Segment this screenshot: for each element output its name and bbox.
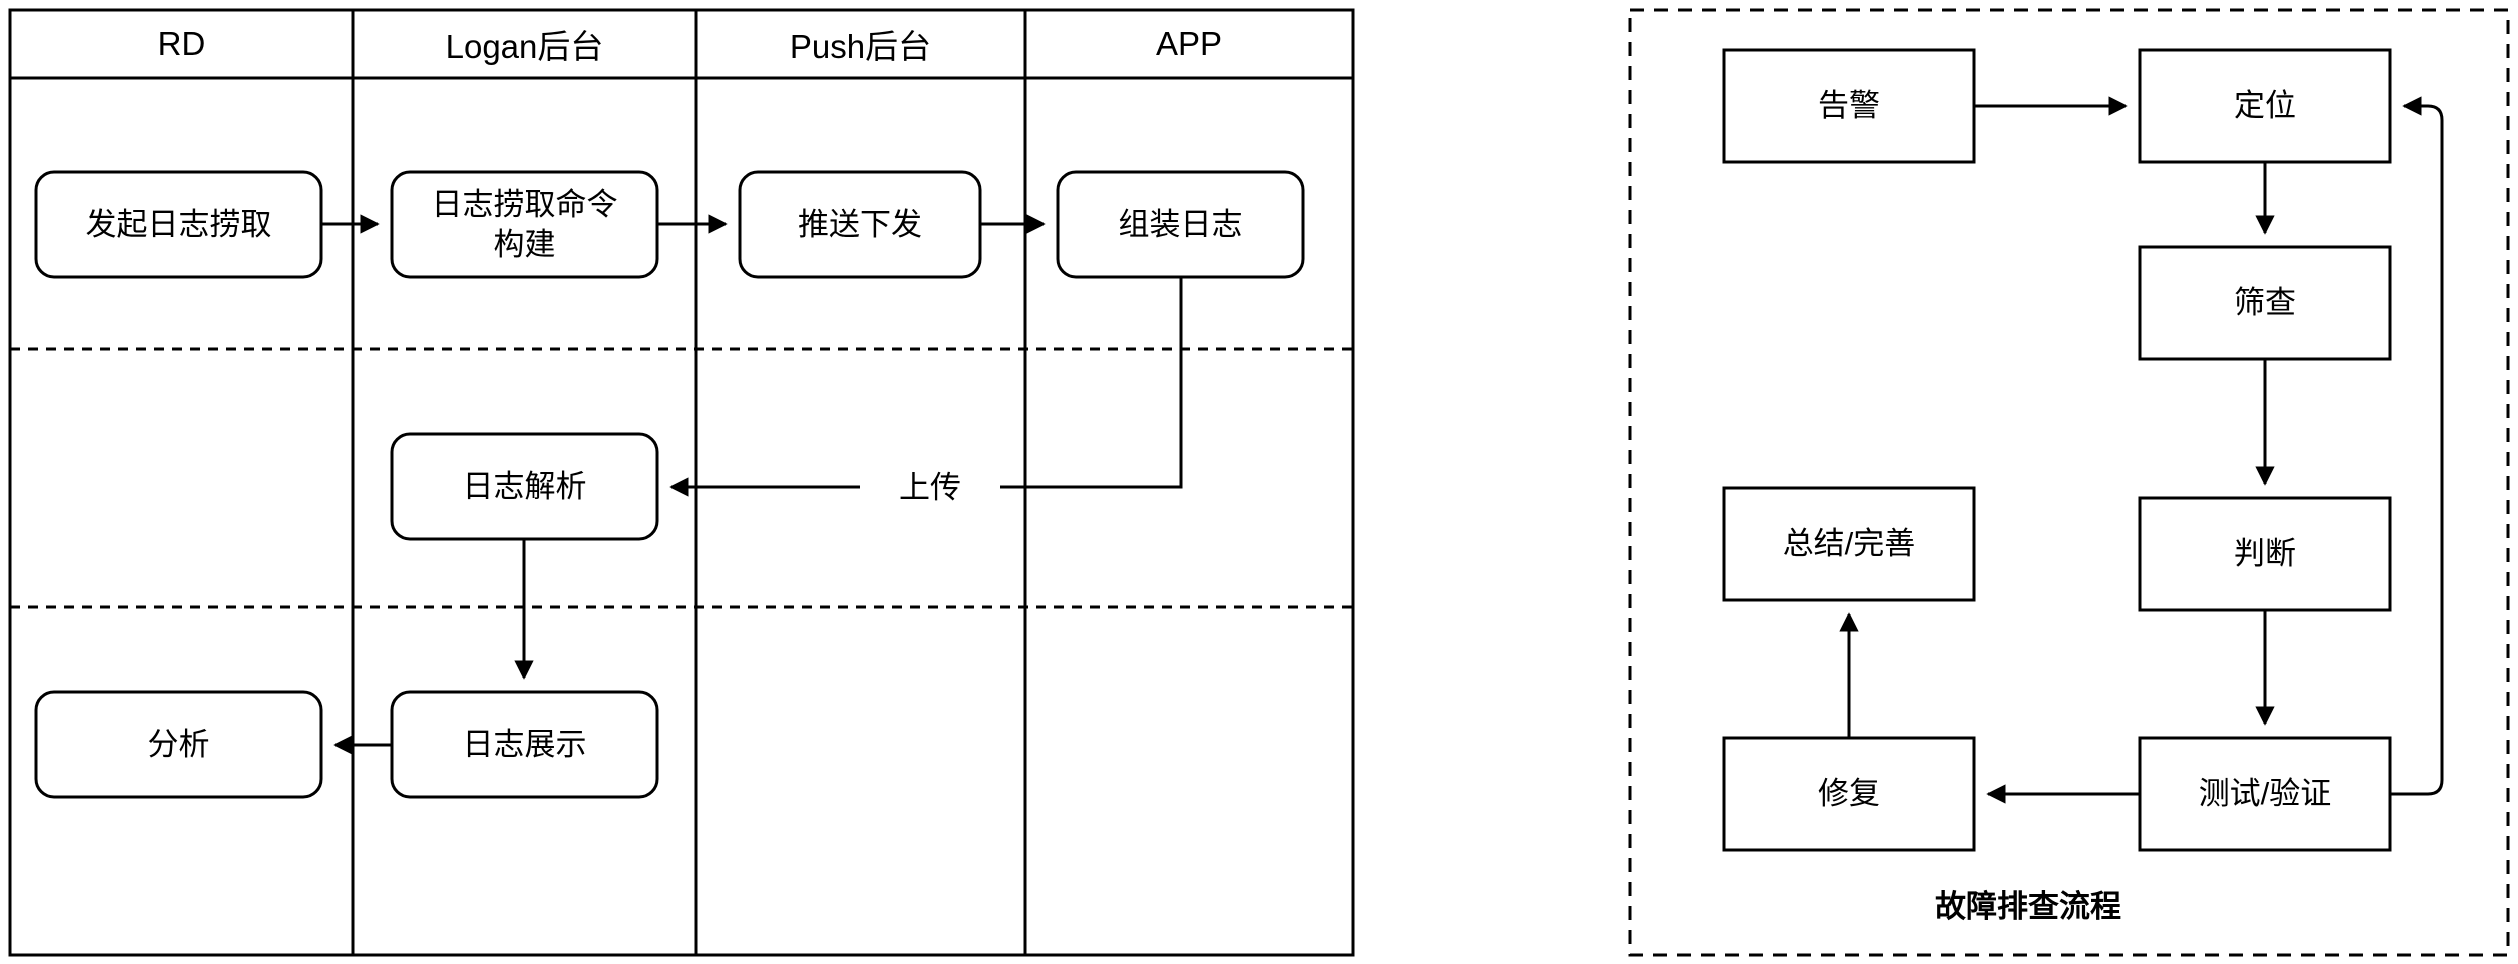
node-shape-build-command [390,170,659,279]
node-shape-locate [2138,48,2392,164]
node-shape-judge [2138,496,2392,612]
swimlane-phase-dividers [10,347,1353,609]
node-shape-screen [2138,245,2392,361]
troubleshooting-caption: 故障排查流程 [1900,880,2156,926]
node-shape-alarm [1722,48,1976,164]
swimlane-connectors [321,214,1183,755]
caption-text: 故障排查流程 [1935,888,2121,924]
node-shape-start-fetch [34,170,323,279]
lane-header-label: APP [1155,25,1223,62]
node-shape-repair [1722,736,1976,852]
node-shape-assemble-log [1056,170,1305,279]
node-shape-parse-log [390,432,659,541]
node-shape-test-verify [2138,736,2392,852]
lane-header-rd: RD [10,10,353,78]
node-shape-analyze [34,690,323,799]
swimlane-column-dividers [351,10,1027,955]
node-shape-summary [1722,486,1976,602]
troubleshooting-connectors [1839,96,2444,804]
node-shape-display-log [390,690,659,799]
lane-header-label: Push后台 [789,28,932,65]
lane-header-label: Logan后台 [445,28,604,65]
lane-header-logan: Logan后台 [353,10,696,78]
lane-header-label: RD [157,25,206,62]
node-shape-push-deliver [738,170,982,279]
edge-assemble-to-parse [669,277,1183,497]
edge-label-upload: 上传 [860,462,1000,506]
troubleshooting-node-shapes [1722,48,2392,852]
lane-header-push: Push后台 [696,10,1025,78]
swimlane-frame [8,8,1355,957]
edge-test-back-to-locate [2390,96,2444,796]
lane-header-app: APP [1025,10,1353,78]
edge-label-text: 上传 [899,469,961,505]
